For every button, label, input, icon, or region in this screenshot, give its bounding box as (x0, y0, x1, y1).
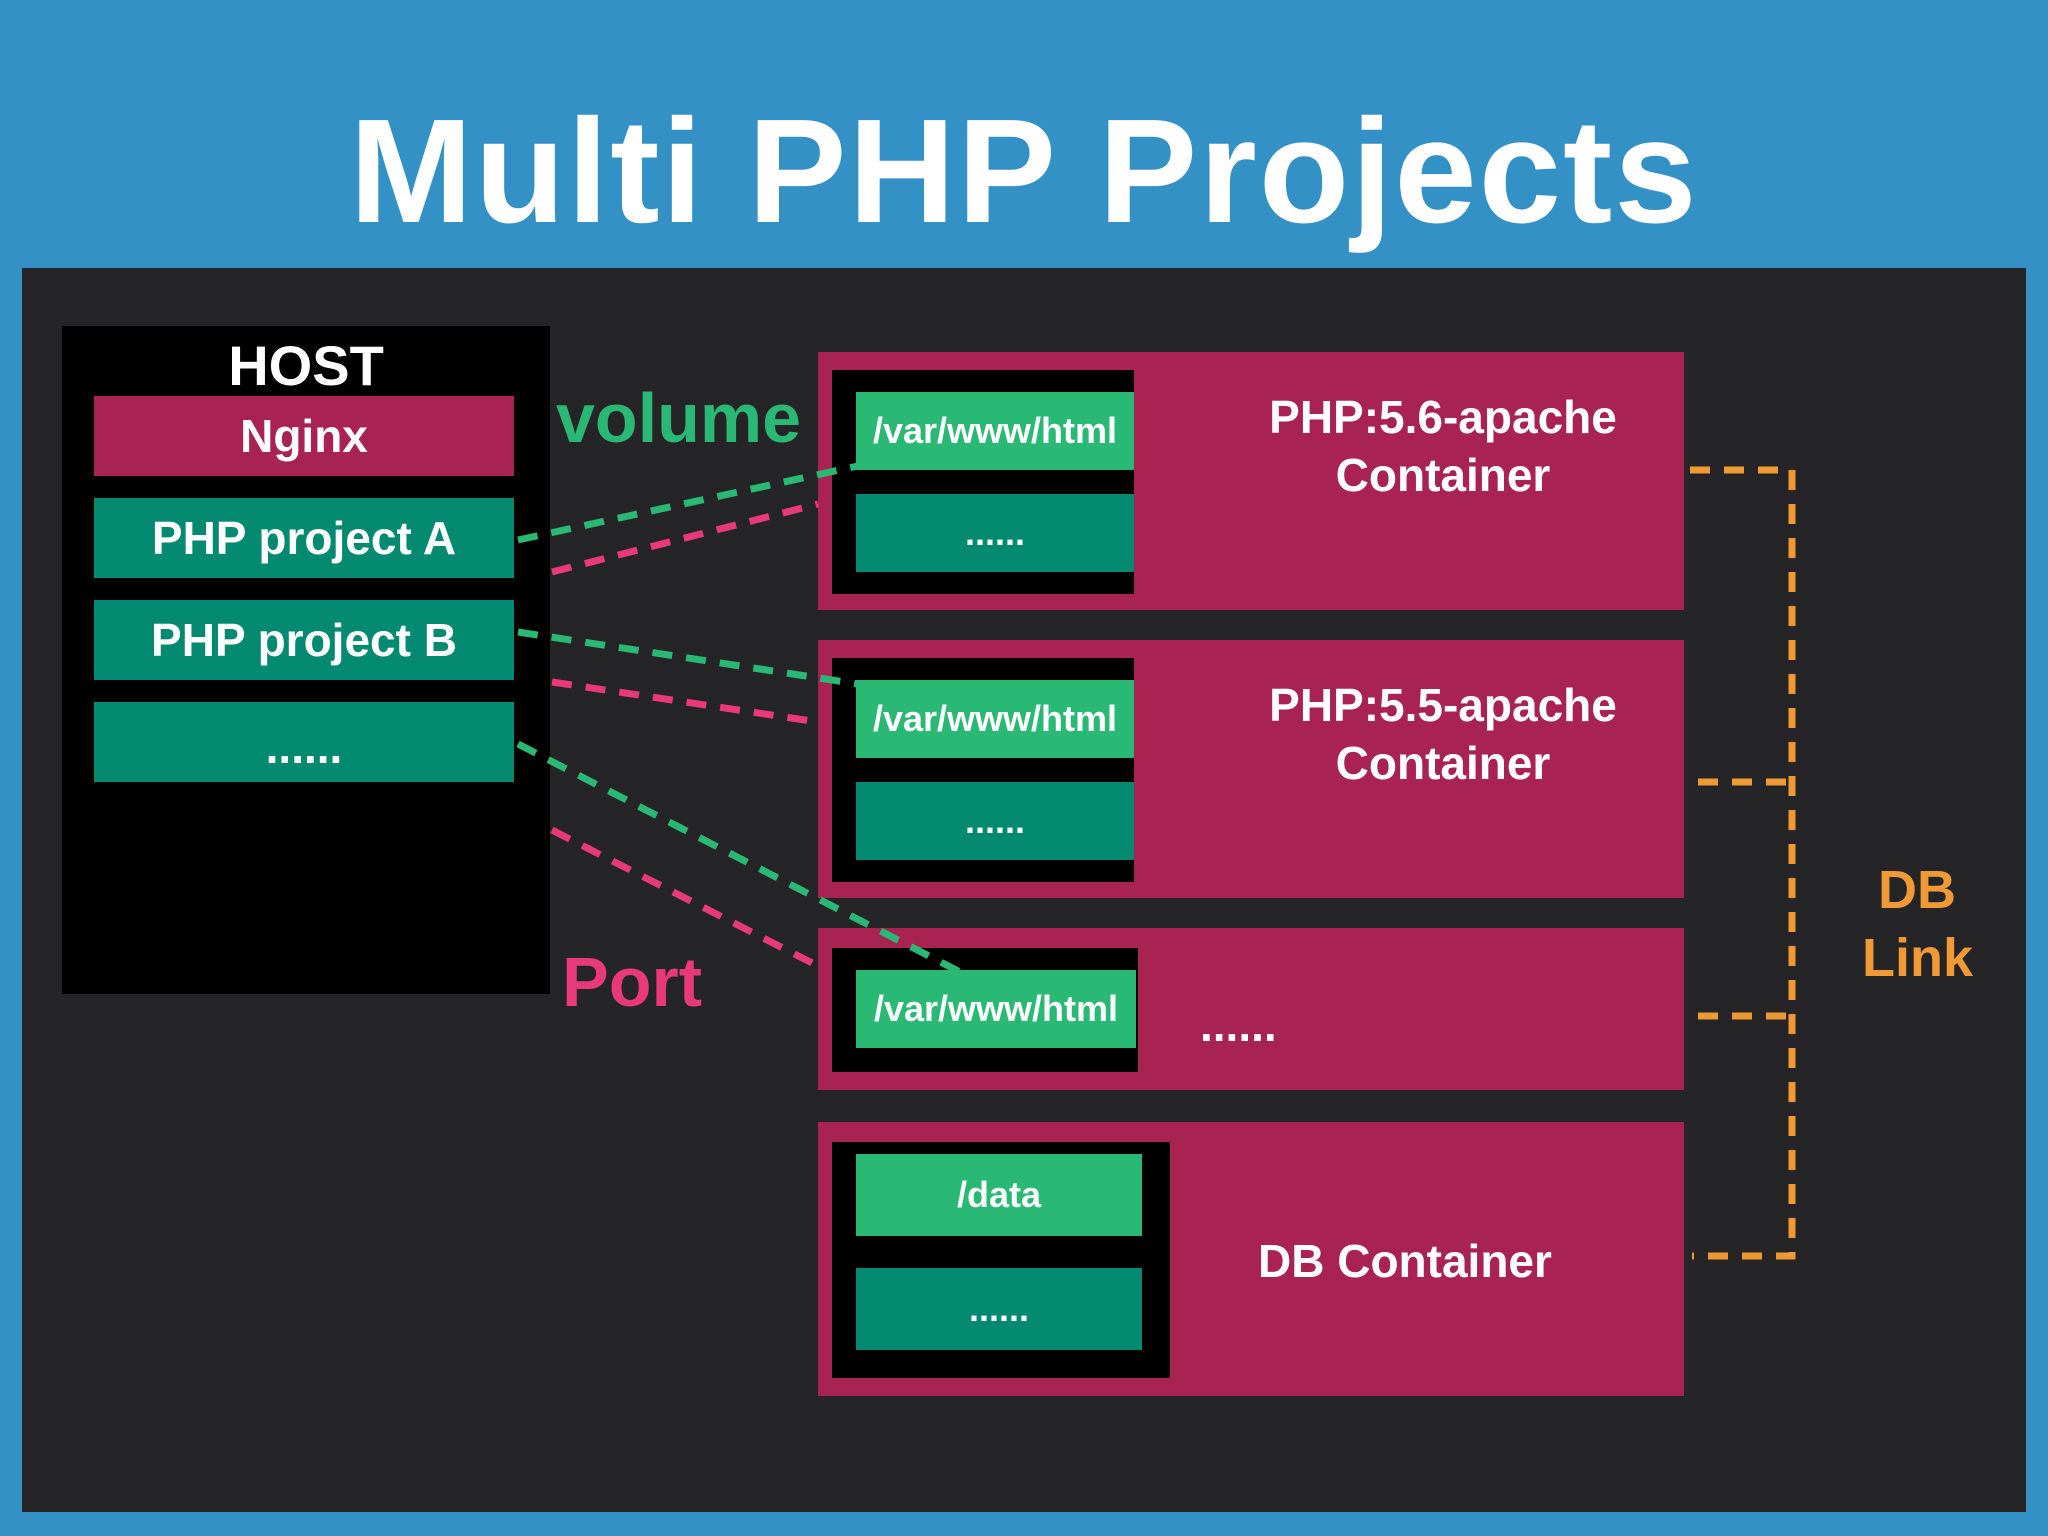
port-line-project-b (551, 678, 819, 726)
db-volume-group: /data ...... (832, 1142, 1170, 1378)
db-link-line-main (1690, 466, 1796, 1260)
db-mount-more: ...... (856, 1268, 1142, 1350)
port-label: Port (562, 943, 702, 1021)
more-volume-group: /var/www/html (832, 948, 1138, 1072)
port-line-project-more (550, 826, 820, 970)
db-link-label-line1: DB (1878, 860, 1956, 920)
port-line-project-a (551, 500, 819, 576)
more-mount-path: /var/www/html (856, 970, 1136, 1048)
php56-container-label: PHP:5.6-apache Container (1218, 388, 1668, 504)
php56-mount-more: ...... (856, 494, 1134, 572)
php55-container: /var/www/html ...... PHP:5.5-apache Cont… (818, 640, 1684, 898)
php56-volume-group: /var/www/html ...... (832, 370, 1134, 594)
host-item-nginx: Nginx (94, 396, 514, 476)
php55-name-suffix: Container (1335, 737, 1551, 789)
php55-mount-path: /var/www/html (856, 680, 1134, 758)
php55-container-label: PHP:5.5-apache Container (1218, 676, 1668, 792)
volume-label: volume (556, 379, 802, 457)
db-container: /data ...... DB Container (818, 1122, 1684, 1396)
db-mount-path: /data (856, 1154, 1142, 1236)
php55-volume-group: /var/www/html ...... (832, 658, 1134, 882)
host-item-php-project-a: PHP project A (94, 498, 514, 578)
more-container: /var/www/html ...... (818, 928, 1684, 1090)
php56-container: /var/www/html ...... PHP:5.6-apache Cont… (818, 352, 1684, 610)
php56-name: PHP:5.6-apache (1269, 391, 1617, 443)
more-container-label: ...... (1200, 999, 1277, 1051)
php55-name: PHP:5.5-apache (1269, 679, 1617, 731)
host-item-php-project-b: PHP project B (94, 600, 514, 680)
php56-name-suffix: Container (1335, 449, 1551, 501)
php56-mount-path: /var/www/html (856, 392, 1134, 470)
volume-line-project-a (517, 458, 877, 544)
db-link-label-line2: Link (1862, 928, 1974, 988)
php55-mount-more: ...... (856, 782, 1134, 860)
host-label: HOST (228, 334, 384, 397)
host-box: HOST Nginx PHP project A PHP project B .… (62, 326, 550, 994)
slide-title: Multi PHP Projects (349, 89, 1699, 254)
db-container-label: DB Container (1258, 1235, 1552, 1287)
host-item-more: ...... (94, 702, 514, 782)
volume-line-project-b (517, 628, 859, 688)
db-link-label: DB Link (1862, 856, 1974, 992)
volume-line-project-more (516, 740, 962, 976)
